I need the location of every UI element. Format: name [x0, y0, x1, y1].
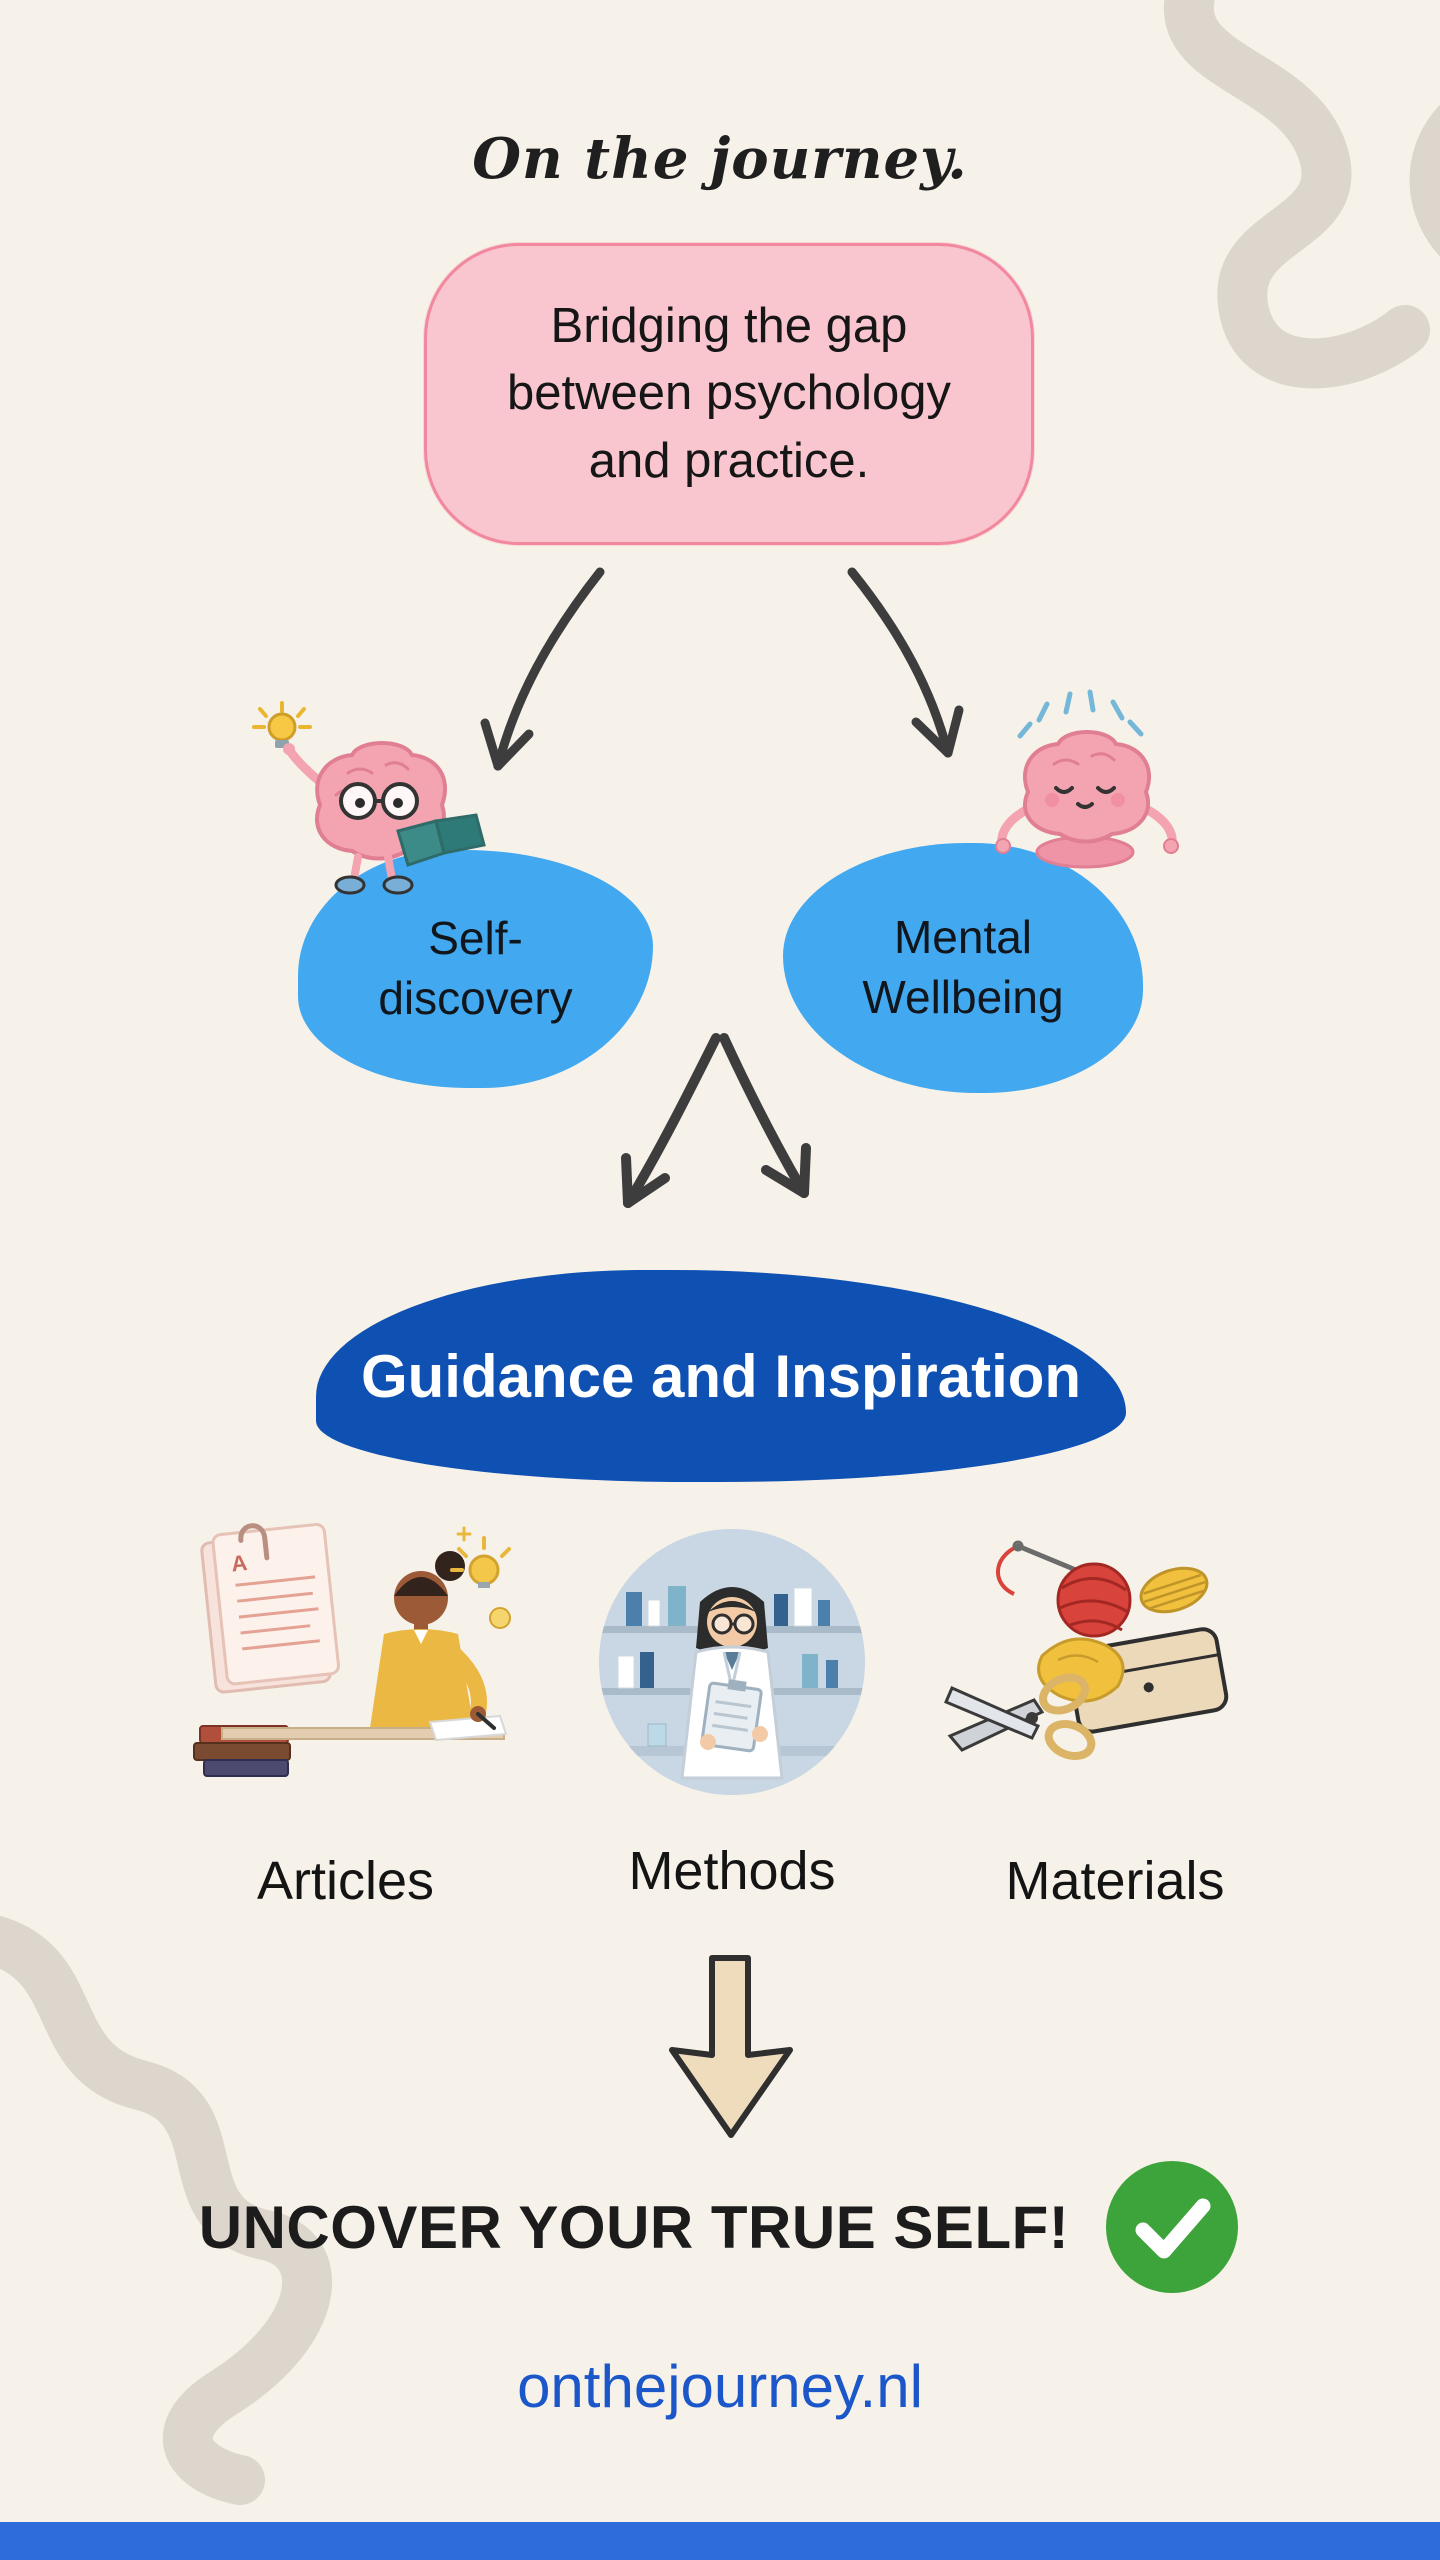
brain-reading-icon [252, 701, 486, 895]
methods-label: Methods [628, 1841, 836, 1901]
hero-line-3: and practice. [588, 433, 870, 488]
branch-mental-line-2: Wellbeing [862, 971, 1064, 1023]
converge-arrow-right-icon [719, 1033, 809, 1198]
cta-text: UNCOVER YOUR TRUE SELF! [198, 2193, 1070, 2261]
guidance-inspiration-label: Guidance and Inspiration [360, 1342, 1082, 1410]
branch-mental-line-1: Mental [893, 911, 1033, 964]
hero-line-2: between psychology [506, 366, 951, 421]
branch-mental-wellbeing: Mental Wellbeing [783, 843, 1143, 1093]
brain-meditating-icon [995, 689, 1179, 869]
arrow-to-mental-wellbeing-icon [847, 567, 953, 758]
checkmark-icon [1106, 2161, 1239, 2293]
materials-label: Materials [1005, 1851, 1225, 1911]
cta-row: UNCOVER YOUR TRUE SELF! [0, 2158, 1440, 2296]
branch-self-line-2: discovery [378, 972, 573, 1024]
scientist-icon [599, 1529, 865, 1795]
paper-letter: A [230, 1550, 249, 1577]
brand-logo: On the journey. [472, 126, 968, 192]
craft-supplies-icon [944, 1540, 1229, 1760]
hero-line-1: Bridging the gap [550, 298, 908, 353]
footer-bar [0, 2522, 1440, 2560]
guidance-inspiration-box: Guidance and Inspiration [316, 1270, 1126, 1482]
converge-arrow-left-icon [623, 1033, 721, 1208]
website-link[interactable]: onthejourney.nl [517, 2353, 923, 2420]
hero-statement-box: Bridging the gap between psychology and … [424, 243, 1034, 545]
writing-person-icon: A [193, 1523, 511, 1777]
articles-label: Articles [256, 1851, 435, 1911]
down-arrow-icon [669, 1955, 793, 2138]
branch-self-line-1: Self- [428, 912, 523, 965]
